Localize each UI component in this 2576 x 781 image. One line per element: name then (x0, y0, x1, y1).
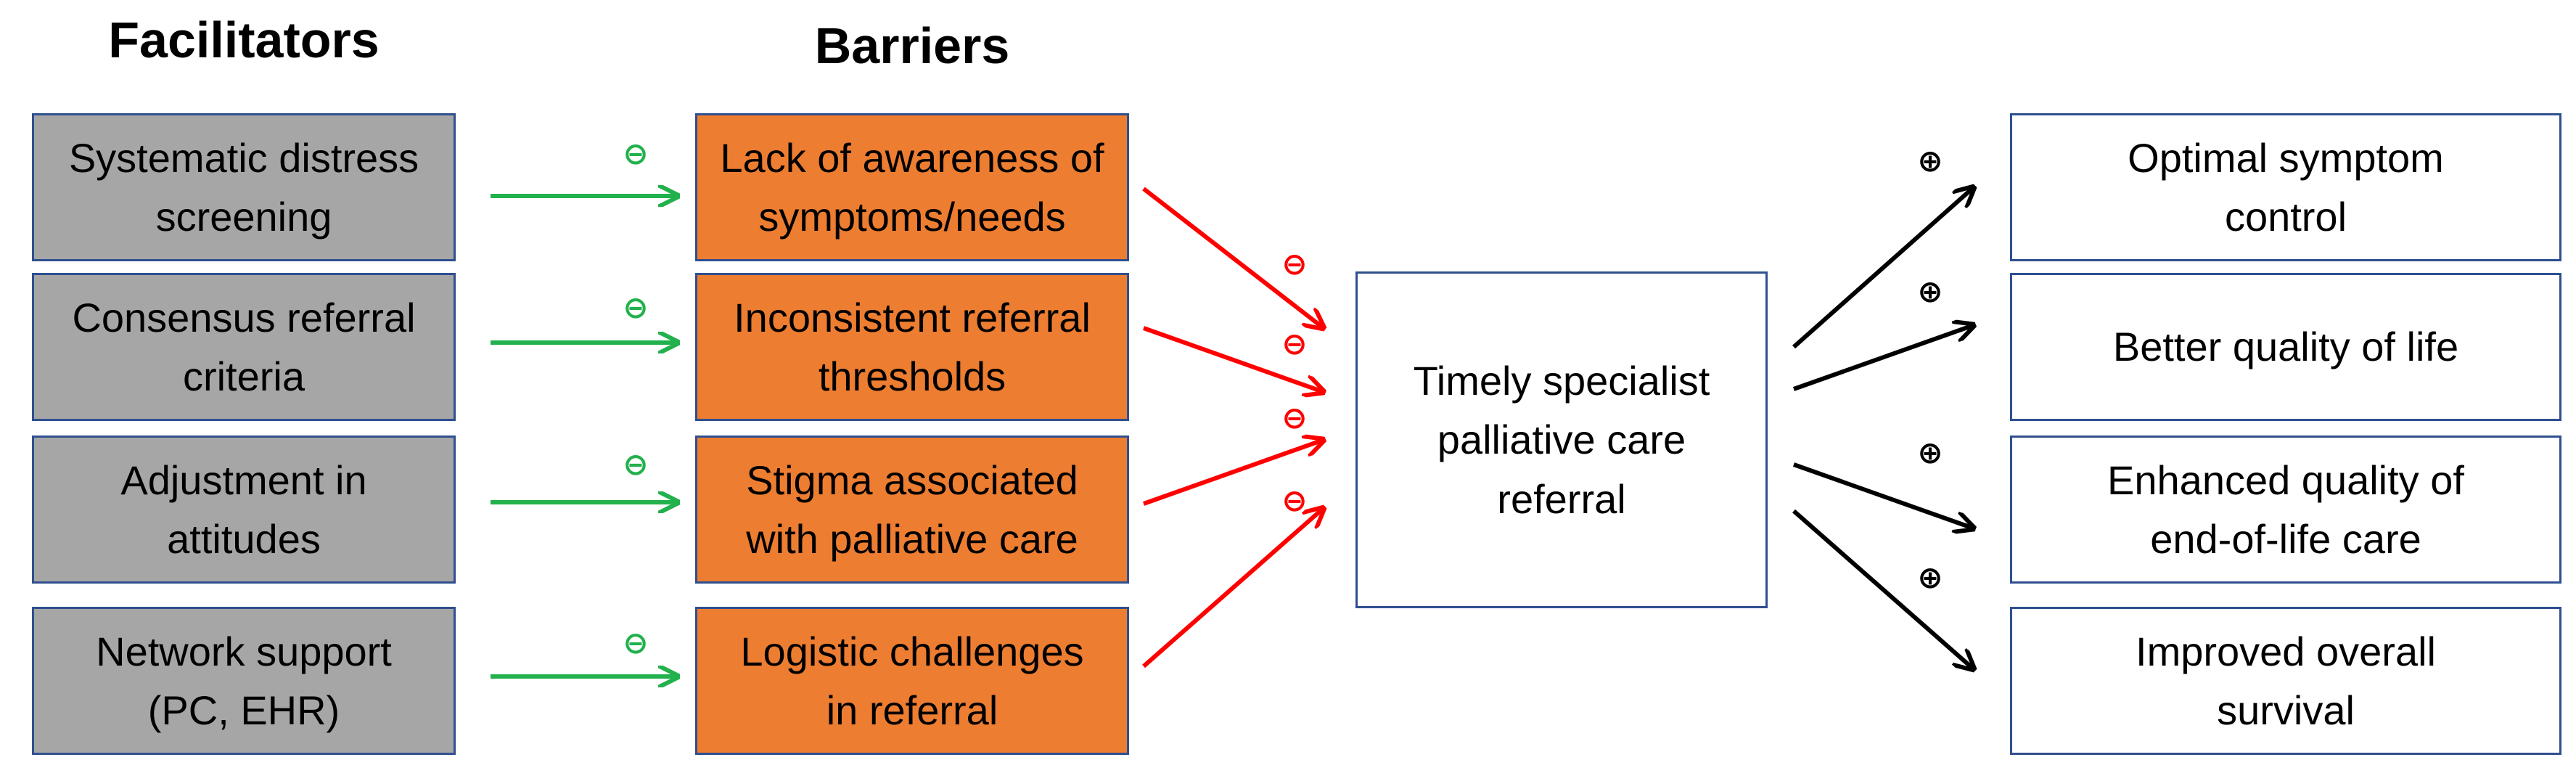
plus-symbol-outcome-1: ⊕ (1917, 143, 1943, 179)
facilitator-box-distress-screening: Systematic distress screening (32, 113, 456, 261)
plus-symbol-outcome-4: ⊕ (1917, 560, 1943, 595)
arrow-barrier-1 (1142, 187, 1324, 328)
arrow-outcome-2 (1792, 325, 1974, 391)
barrier-box-awareness: Lack of awareness of symptoms/needs (695, 113, 1129, 261)
plus-symbol-outcome-3: ⊕ (1917, 435, 1943, 470)
arrow-barrier-2 (1142, 326, 1324, 392)
minus-symbol-barrier-2: ⊖ (1281, 326, 1307, 361)
barrier-box-stigma: Stigma associated with palliative care (695, 436, 1129, 584)
minus-symbol-barrier-1: ⊖ (1281, 246, 1307, 282)
facilitator-box-referral-criteria: Consensus referral criteria (32, 273, 456, 421)
facilitators-heading: Facilitators (108, 12, 380, 68)
outcome-box-overall-survival: Improved overall survival (2010, 607, 2561, 755)
outcome-box-symptom-control: Optimal symptom control (2010, 113, 2561, 261)
barrier-box-thresholds: Inconsistent referral thresholds (695, 273, 1129, 421)
barriers-heading: Barriers (814, 17, 1010, 74)
arrow-outcome-1 (1792, 187, 1974, 349)
facilitator-box-network-support: Network support (PC, EHR) (32, 607, 456, 755)
center-box-timely-referral: Timely specialist palliative care referr… (1355, 271, 1768, 608)
minus-symbol-facilitator-4: ⊖ (623, 625, 648, 661)
minus-symbol-barrier-4: ⊖ (1281, 483, 1307, 518)
arrow-barrier-4 (1142, 508, 1324, 668)
arrow-outcome-3 (1792, 462, 1974, 528)
plus-symbol-outcome-2: ⊕ (1917, 274, 1943, 309)
outcome-box-end-of-life-care: Enhanced quality of end-of-life care (2010, 436, 2561, 584)
minus-symbol-facilitator-2: ⊖ (623, 290, 648, 325)
minus-symbol-facilitator-1: ⊖ (623, 136, 648, 171)
outcome-box-quality-of-life: Better quality of life (2010, 273, 2561, 421)
facilitator-box-attitudes: Adjustment in attitudes (32, 436, 456, 584)
arrow-outcome-4 (1792, 509, 1974, 669)
barrier-box-logistics: Logistic challenges in referral (695, 607, 1129, 755)
minus-symbol-barrier-3: ⊖ (1281, 400, 1307, 436)
minus-symbol-facilitator-3: ⊖ (623, 446, 648, 482)
arrow-barrier-3 (1142, 440, 1324, 506)
